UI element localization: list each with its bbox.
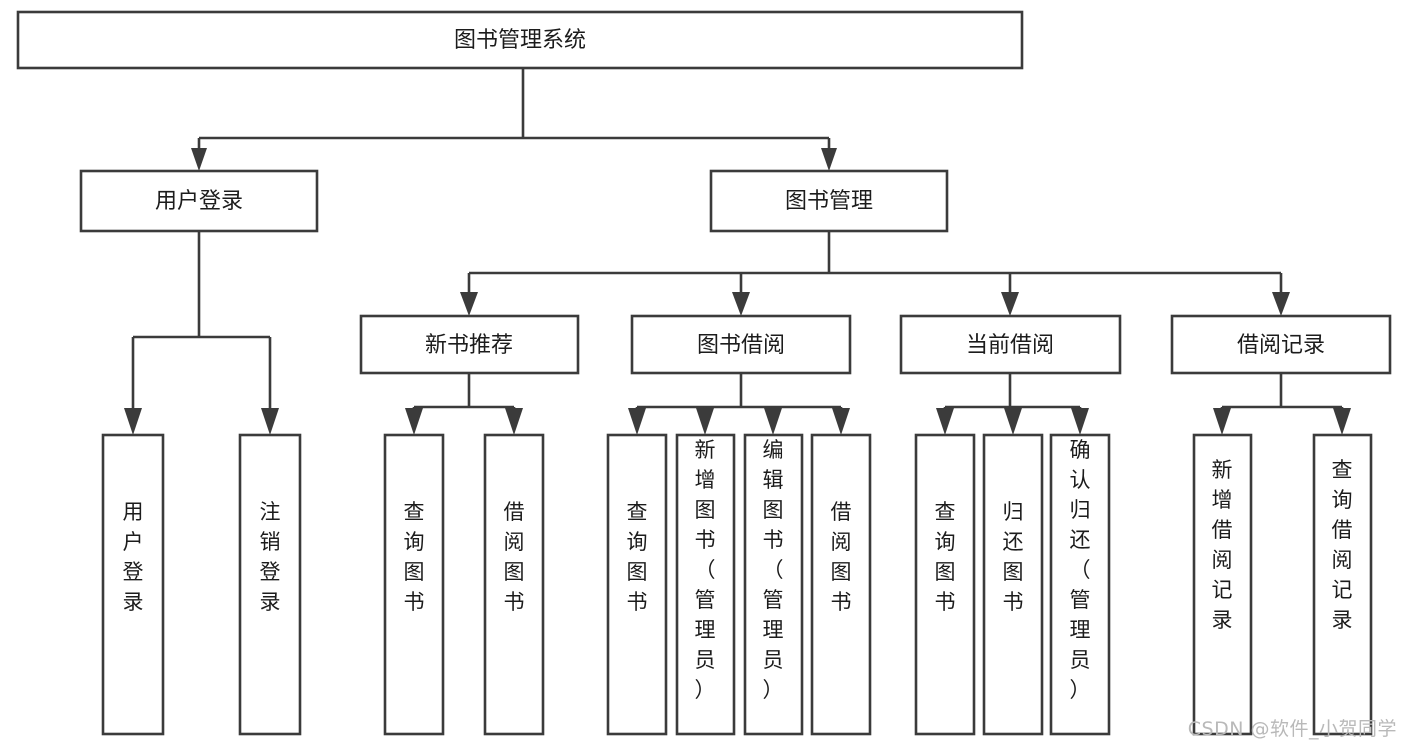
node-user-login-box[interactable] — [79, 169, 319, 233]
arrow-leaf-add-book — [696, 408, 714, 435]
arrow-to-new-book — [460, 292, 478, 316]
node-leaf-edit-book-box[interactable] — [743, 433, 804, 736]
node-leaf-query-book-3-box[interactable] — [914, 433, 976, 736]
node-leaf-user-login-label: 用户登录 — [123, 500, 144, 614]
node-leaf-borrow-book-2-label: 借阅图书 — [831, 500, 852, 614]
node-leaf-add-book[interactable]: 新增图书（管理员） — [675, 433, 736, 736]
arrow-leaf-user-login — [124, 408, 142, 435]
arrow-leaf-edit-book — [764, 408, 782, 435]
arrow-leaf-logout-login — [261, 408, 279, 435]
arrow-to-current-borrow — [1001, 292, 1019, 316]
node-leaf-confirm-return-box[interactable] — [1049, 433, 1111, 736]
node-book-borrow[interactable]: 图书借阅 — [630, 314, 852, 375]
csdn-watermark: CSDN @软件_小贺同学 — [1187, 718, 1397, 740]
arrow-leaf-query-book-1 — [405, 408, 423, 435]
node-leaf-logout-login[interactable]: 注销登录 — [238, 433, 302, 736]
node-leaf-edit-book-label: 编辑图书（管理员） — [763, 438, 784, 702]
node-leaf-add-record-label: 新增借阅记录 — [1212, 458, 1233, 632]
node-leaf-query-book-2-label: 查询图书 — [627, 500, 648, 614]
arrow-leaf-borrow-book-2 — [832, 408, 850, 435]
node-root-label: 图书管理系统 — [454, 28, 586, 53]
node-current-borrow-label: 当前借阅 — [966, 333, 1054, 358]
arrow-leaf-confirm-return — [1071, 408, 1089, 435]
node-book-borrow-label: 图书借阅 — [697, 333, 785, 358]
node-leaf-borrow-book-1-label: 借阅图书 — [504, 500, 525, 614]
arrow-leaf-borrow-book-1 — [505, 408, 523, 435]
node-leaf-query-book-2-box[interactable] — [606, 433, 668, 736]
node-leaf-query-record-box[interactable] — [1312, 433, 1373, 736]
node-leaf-query-record[interactable]: 查询借阅记录 — [1312, 433, 1373, 736]
node-borrow-record-box[interactable] — [1170, 314, 1392, 375]
node-leaf-confirm-return[interactable]: 确认归还（管理员） — [1049, 433, 1111, 736]
node-leaf-borrow-book-2-box[interactable] — [810, 433, 872, 736]
node-leaf-query-book-1[interactable]: 查询图书 — [383, 433, 445, 736]
node-leaf-query-book-1-label: 查询图书 — [404, 500, 425, 614]
node-root[interactable]: 图书管理系统 — [16, 10, 1024, 70]
arrow-leaf-return-book — [1004, 408, 1022, 435]
node-leaf-borrow-book-1-box[interactable] — [483, 433, 545, 736]
arrow-leaf-query-book-2 — [628, 408, 646, 435]
node-leaf-borrow-book-1[interactable]: 借阅图书 — [483, 433, 545, 736]
node-borrow-record-label: 借阅记录 — [1237, 333, 1325, 358]
node-leaf-query-book-3-label: 查询图书 — [935, 500, 956, 614]
arrow-leaf-add-record — [1213, 408, 1231, 435]
arrow-to-user-login — [191, 148, 207, 171]
arrow-leaf-query-book-3 — [936, 408, 954, 435]
node-leaf-query-book-2[interactable]: 查询图书 — [606, 433, 668, 736]
node-new-book-recommend-box[interactable] — [359, 314, 580, 375]
node-leaf-query-book-3[interactable]: 查询图书 — [914, 433, 976, 736]
node-new-book-recommend-label: 新书推荐 — [425, 333, 513, 358]
node-leaf-return-book-box[interactable] — [982, 433, 1044, 736]
node-leaf-edit-book[interactable]: 编辑图书（管理员） — [743, 433, 804, 736]
node-leaf-user-login-box[interactable] — [101, 433, 165, 736]
node-root-box[interactable] — [16, 10, 1024, 70]
node-leaf-user-login[interactable]: 用户登录 — [101, 433, 165, 736]
node-current-borrow[interactable]: 当前借阅 — [899, 314, 1122, 375]
arrow-to-borrow-record — [1272, 292, 1290, 316]
node-leaf-query-book-1-box[interactable] — [383, 433, 445, 736]
node-new-book-recommend[interactable]: 新书推荐 — [359, 314, 580, 375]
node-leaf-add-book-label: 新增图书（管理员） — [695, 438, 716, 702]
node-leaf-add-book-box[interactable] — [675, 433, 736, 736]
node-leaf-confirm-return-label: 确认归还（管理员） — [1070, 438, 1091, 702]
node-leaf-borrow-book-2[interactable]: 借阅图书 — [810, 433, 872, 736]
node-user-login-label: 用户登录 — [155, 189, 243, 214]
node-leaf-add-record-box[interactable] — [1192, 433, 1253, 736]
node-leaf-query-record-label: 查询借阅记录 — [1332, 458, 1353, 632]
node-leaf-logout-login-box[interactable] — [238, 433, 302, 736]
node-borrow-record[interactable]: 借阅记录 — [1170, 314, 1392, 375]
arrow-to-book-borrow — [732, 292, 750, 316]
node-book-manage-box[interactable] — [709, 169, 949, 233]
node-book-borrow-box[interactable] — [630, 314, 852, 375]
node-leaf-return-book-label: 归还图书 — [1003, 500, 1024, 614]
arrow-leaf-query-record — [1333, 408, 1351, 435]
node-book-manage[interactable]: 图书管理 — [709, 169, 949, 233]
connector-layer — [124, 68, 1351, 435]
node-leaf-add-record[interactable]: 新增借阅记录 — [1192, 433, 1253, 736]
arrow-to-book-manage — [821, 148, 837, 171]
node-leaf-logout-login-label: 注销登录 — [260, 500, 281, 614]
node-leaf-return-book[interactable]: 归还图书 — [982, 433, 1044, 736]
node-book-manage-label: 图书管理 — [785, 189, 873, 214]
node-user-login[interactable]: 用户登录 — [79, 169, 319, 233]
node-current-borrow-box[interactable] — [899, 314, 1122, 375]
